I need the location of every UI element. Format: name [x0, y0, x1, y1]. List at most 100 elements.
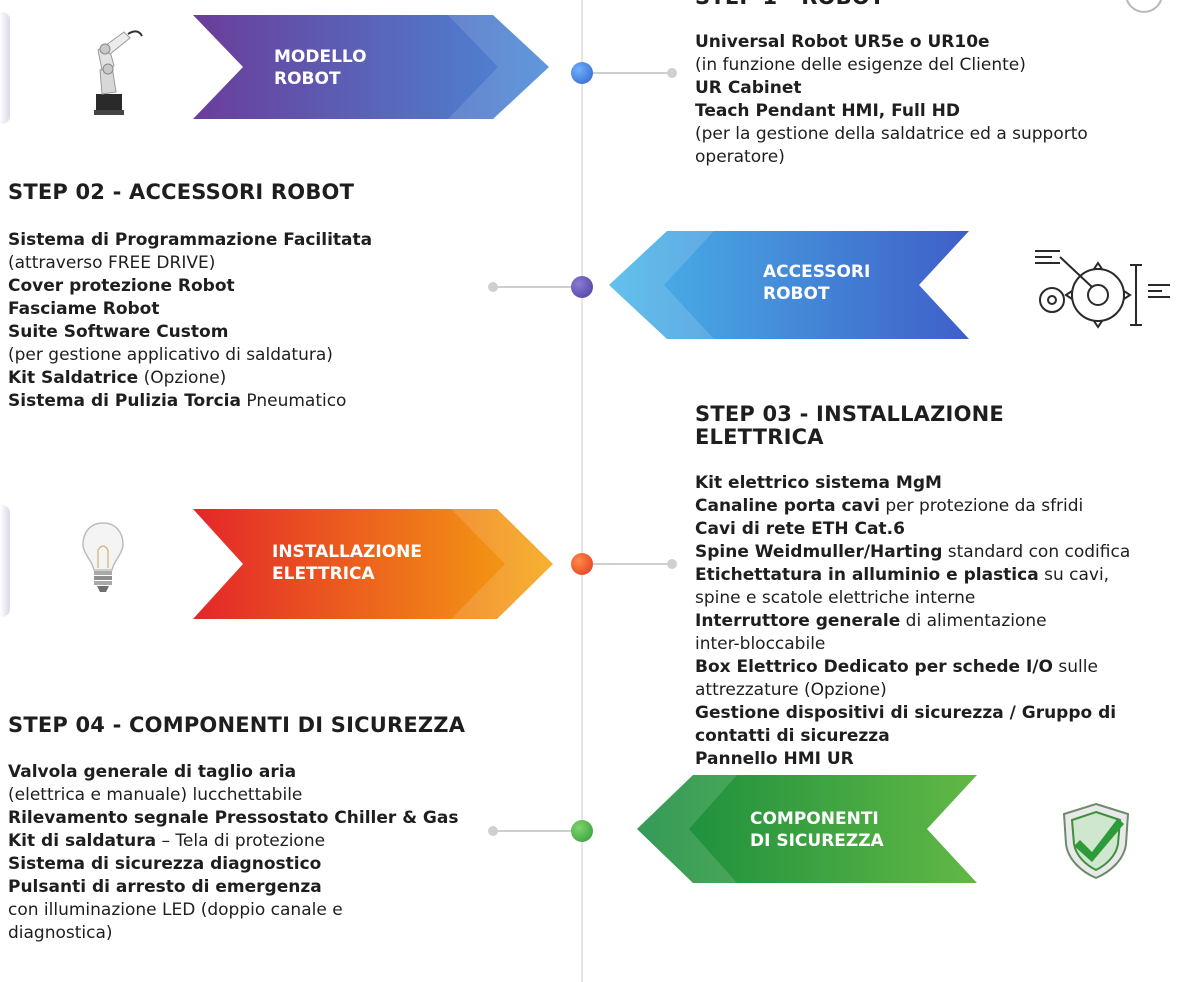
step01-title: STEP 1 - ROBOT — [695, 0, 884, 9]
detail-bold-text: Box Elettrico Dedicato per schede I/O — [695, 657, 1053, 677]
detail-line: Teach Pendant HMI, Full HD — [695, 100, 1088, 123]
detail-text: (in funzione delle esigenze del Cliente) — [695, 55, 1026, 75]
timeline-node-step01 — [571, 62, 593, 84]
detail-bold-text: Sistema di sicurezza diagnostico — [8, 854, 322, 874]
shield-check-icon — [1062, 802, 1130, 880]
timeline-node-step04 — [571, 820, 593, 842]
detail-text: – Tela di protezione — [156, 831, 326, 851]
detail-line: (per la gestione della saldatrice ed a s… — [695, 123, 1088, 146]
detail-line: Kit Saldatrice (Opzione) — [8, 367, 372, 390]
detail-line: Cover protezione Robot — [8, 275, 372, 298]
detail-line: (per gestione applicativo di saldatura) — [8, 344, 372, 367]
detail-line: inter-bloccabile — [695, 633, 1130, 656]
detail-line: Spine Weidmuller/Harting standard con co… — [695, 541, 1130, 564]
detail-text: su cavi, — [1038, 565, 1110, 585]
detail-line: Pannello HMI UR — [695, 748, 1130, 771]
detail-text: diagnostica) — [8, 923, 113, 943]
detail-text: sulle — [1052, 657, 1098, 677]
installazione-elettrica-label: INSTALLAZIONE ELETTRICA — [272, 542, 422, 584]
detail-bold-text: Kit Saldatrice — [8, 368, 139, 388]
detail-text: per protezione da sfridi — [879, 496, 1084, 516]
detail-line: attrezzature (Opzione) — [695, 679, 1130, 702]
detail-bold-text: Suite Software Custom — [8, 322, 229, 342]
detail-line: Sistema di sicurezza diagnostico — [8, 853, 458, 876]
componenti-sicurezza-label: COMPONENTI DI SICUREZZA — [750, 809, 884, 851]
left-edge-accent-2 — [0, 505, 10, 617]
detail-line: Sistema di Pulizia Torcia Pneumatico — [8, 390, 372, 413]
detail-line: diagnostica) — [8, 922, 458, 945]
step04-title: STEP 04 - COMPONENTI DI SICUREZZA — [8, 713, 466, 737]
step01-details: Universal Robot UR5e o UR10e (in funzione… — [695, 31, 1088, 169]
detail-bold-text: Canaline porta cavi — [695, 496, 880, 516]
installazione-elettrica-arrow — [193, 509, 553, 619]
detail-line: Rilevamento segnale Pressostato Chiller … — [8, 807, 458, 830]
detail-bold-text: Spine Weidmuller/Harting — [695, 542, 943, 562]
detail-text: (per la gestione della saldatrice ed a s… — [695, 124, 1088, 144]
detail-line: Interruttore generale di alimentazione — [695, 610, 1130, 633]
detail-line: Cavi di rete ETH Cat.6 — [695, 518, 1130, 541]
detail-bold-text: Interruttore generale — [695, 611, 901, 631]
detail-text: attrezzature (Opzione) — [695, 680, 887, 700]
detail-bold-text: Fasciame Robot — [8, 299, 160, 319]
detail-line: con illuminazione LED (doppio canale e — [8, 899, 458, 922]
detail-bold-text: Etichettatura in alluminio e plastica — [695, 565, 1039, 585]
detail-text: (attraverso FREE DRIVE) — [8, 253, 216, 273]
detail-bold-text: UR Cabinet — [695, 78, 802, 98]
connector-step01 — [593, 68, 677, 78]
detail-text: spine e scatole elettriche interne — [695, 588, 976, 608]
step04-details: Valvola generale di taglio aria (elettric… — [8, 761, 458, 945]
detail-bold-text: Pannello HMI UR — [695, 749, 854, 769]
detail-line: (attraverso FREE DRIVE) — [8, 252, 372, 275]
timeline-node-step02 — [571, 276, 593, 298]
detail-line: spine e scatole elettriche interne — [695, 587, 1130, 610]
detail-line: Fasciame Robot — [8, 298, 372, 321]
detail-bold-text: Universal Robot UR5e o UR10e — [695, 32, 990, 52]
detail-line: (elettrica e manuale) lucchettabile — [8, 784, 458, 807]
detail-bold-text: Kit di saldatura — [8, 831, 157, 851]
detail-line: Kit elettrico sistema MgM — [695, 472, 1130, 495]
detail-line: Valvola generale di taglio aria — [8, 761, 458, 784]
timeline-spine — [581, 0, 583, 982]
step02-details: Sistema di Programmazione Facilitata (att… — [8, 229, 372, 413]
accessori-robot-label: ACCESSORI ROBOT — [763, 262, 871, 304]
modello-robot-label: MODELLO ROBOT — [274, 47, 367, 89]
gears-icon — [1035, 250, 1170, 329]
modello-robot-arrow — [193, 15, 549, 119]
lightbulb-icon — [82, 522, 124, 592]
detail-bold-text: Kit elettrico sistema MgM — [695, 473, 942, 493]
detail-text: (per gestione applicativo di saldatura) — [8, 345, 333, 365]
detail-text: (Opzione) — [138, 368, 227, 388]
connector-step04 — [488, 826, 572, 836]
detail-line: Etichettatura in alluminio e plastica su… — [695, 564, 1130, 587]
detail-text: Pneumatico — [240, 391, 347, 411]
left-edge-accent — [0, 12, 10, 124]
detail-text: standard con codifica — [942, 542, 1131, 562]
detail-line: Box Elettrico Dedicato per schede I/O su… — [695, 656, 1130, 679]
accessori-robot-arrow — [609, 231, 969, 339]
detail-bold-text: Teach Pendant HMI, Full HD — [695, 101, 960, 121]
connector-step02 — [488, 282, 572, 292]
detail-line: Pulsanti di arresto di emergenza — [8, 876, 458, 899]
componenti-sicurezza-arrow — [637, 775, 977, 883]
detail-bold-text: Sistema di Pulizia Torcia — [8, 391, 241, 411]
detail-bold-text: Pulsanti di arresto di emergenza — [8, 877, 322, 897]
detail-line: Canaline porta cavi per protezione da sf… — [695, 495, 1130, 518]
detail-line: Suite Software Custom — [8, 321, 372, 344]
detail-line: (in funzione delle esigenze del Cliente) — [695, 54, 1088, 77]
detail-line: UR Cabinet — [695, 77, 1088, 100]
top-right-badge-icon — [1125, 0, 1163, 13]
step02-title: STEP 02 - ACCESSORI ROBOT — [8, 180, 355, 204]
detail-line: Sistema di Programmazione Facilitata — [8, 229, 372, 252]
detail-bold-text: Cover protezione Robot — [8, 276, 235, 296]
detail-bold-text: Rilevamento segnale Pressostato Chiller … — [8, 808, 459, 828]
detail-line: Gestione dispositivi di sicurezza / Grup… — [695, 702, 1130, 725]
detail-text: con illuminazione LED (doppio canale e — [8, 900, 343, 920]
detail-line: operatore) — [695, 146, 1088, 169]
detail-text: (elettrica e manuale) lucchettabile — [8, 785, 303, 805]
detail-text: inter-bloccabile — [695, 634, 826, 654]
step03-title: STEP 03 - INSTALLAZIONE ELETTRICA — [695, 402, 1004, 449]
detail-bold-text: Valvola generale di taglio aria — [8, 762, 297, 782]
detail-bold-text: Sistema di Programmazione Facilitata — [8, 230, 373, 250]
detail-bold-text: Gestione dispositivi di sicurezza / Grup… — [695, 703, 1117, 723]
